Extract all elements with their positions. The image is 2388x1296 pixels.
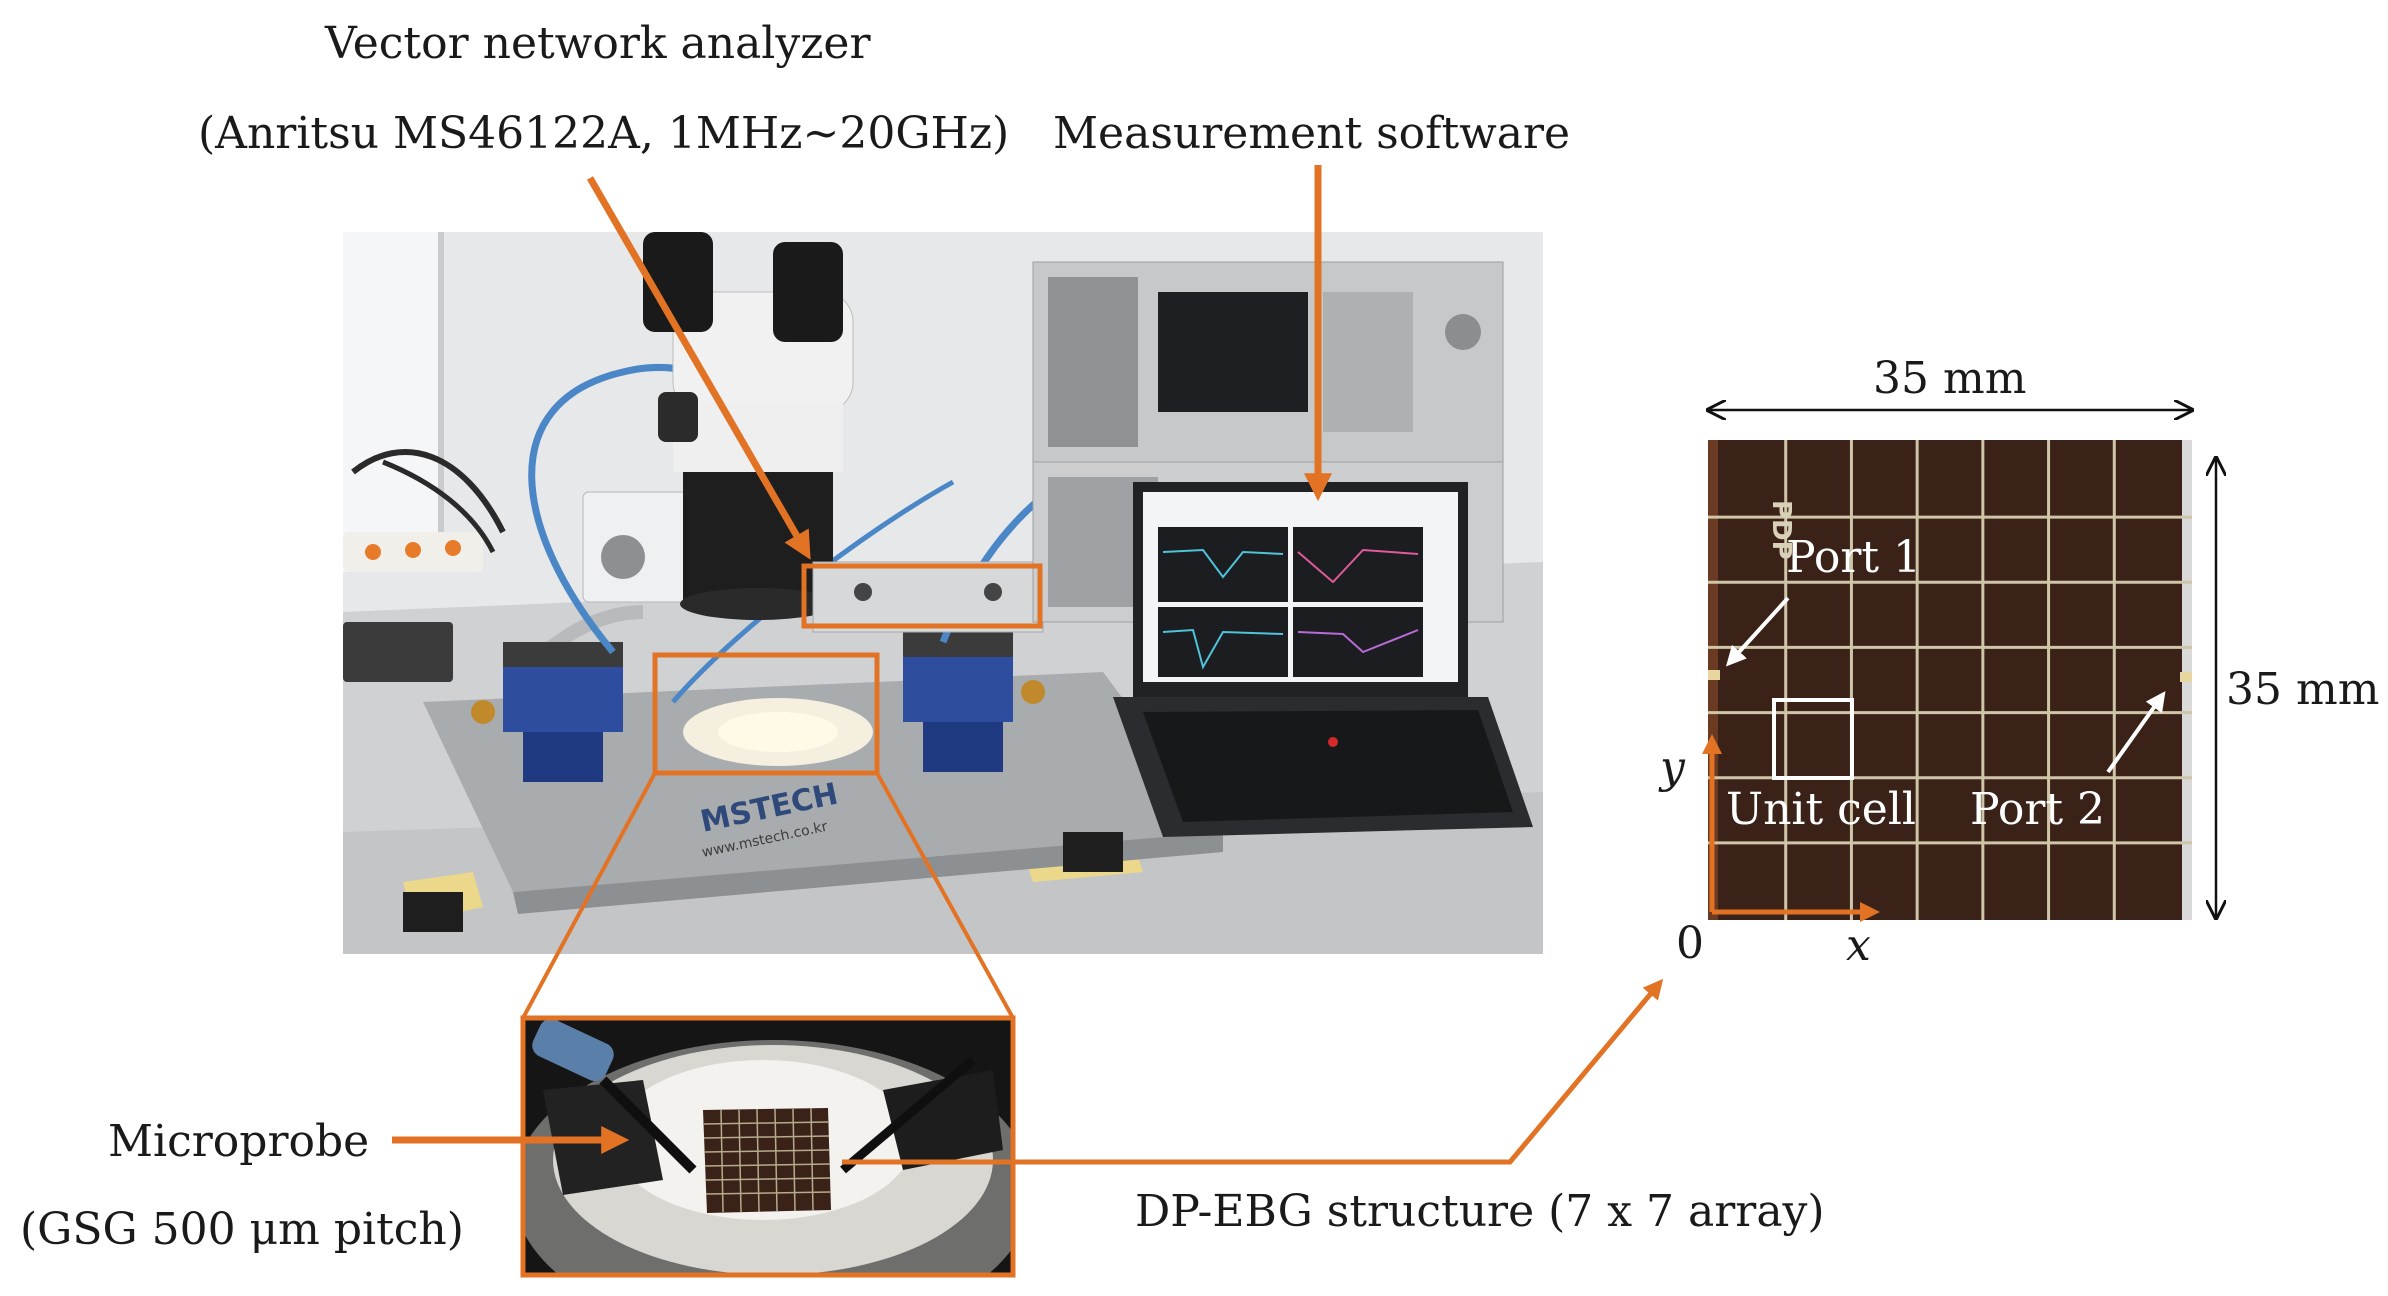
- pdp-mark-text: PDP: [1766, 500, 1796, 560]
- software-label: Measurement software: [1053, 108, 1571, 159]
- zoom-line-right: [875, 772, 1015, 1019]
- microprobe-label: Microprobe: [108, 1116, 370, 1167]
- vna-highlight-box: [801, 563, 1043, 629]
- dp-ebg-structure-photo: PDP: [1708, 440, 2192, 920]
- vna-model-label: (Anritsu MS46122A, 1MHz~20GHz): [198, 108, 1010, 159]
- port2-label: Port 2: [1970, 784, 2106, 835]
- port1-arrow: [1725, 596, 1790, 667]
- microprobe-spec-label: (GSG 500 μm pitch): [20, 1204, 464, 1255]
- inset-frame: [520, 1015, 1016, 1278]
- probe-area-highlight-box: [652, 652, 880, 776]
- unit-cell-label: Unit cell: [1726, 784, 1916, 835]
- dpebg-label: DP-EBG structure (7 x 7 array): [1135, 1186, 1825, 1237]
- vna-pointer-arrow: [586, 176, 811, 560]
- vna-title-label: Vector network analyzer: [325, 18, 871, 69]
- microprobe-closeup-photo: [523, 1020, 1013, 1275]
- dp-ebg-board-illustration: PDP: [1708, 440, 2192, 920]
- origin-label: 0: [1676, 918, 1704, 969]
- dpebg-connector-arrow: [842, 978, 1664, 1165]
- zoom-line-left: [521, 772, 657, 1019]
- microprobe-closeup-illustration: [523, 1020, 1013, 1275]
- x-axis-label: x: [1846, 920, 1871, 971]
- measurement-setup-photo: MSTECH www.mstech.co.kr: [343, 232, 1543, 954]
- width-dimension-label: 35 mm: [1873, 353, 2027, 404]
- ebg-grid-lines: [1708, 440, 2192, 920]
- port1-label: Port 1: [1786, 532, 1922, 583]
- y-axis-label: y: [1660, 742, 1685, 793]
- port2-arrow: [2106, 691, 2166, 774]
- height-dimension-label: 35 mm: [2226, 664, 2380, 715]
- measurement-setup-illustration: MSTECH www.mstech.co.kr: [343, 232, 1543, 954]
- unit-cell-box: [1772, 698, 1854, 780]
